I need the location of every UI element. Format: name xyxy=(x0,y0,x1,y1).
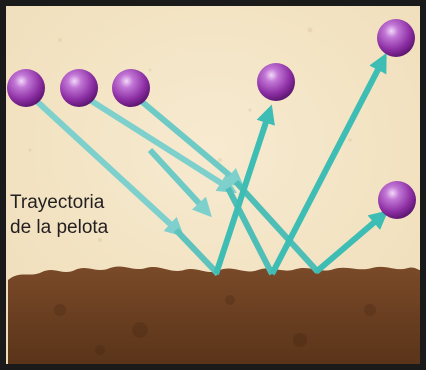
trajectory-label: Trayectoria de la pelota xyxy=(10,190,108,240)
ball-incoming-1 xyxy=(7,69,45,107)
ball-outgoing-3 xyxy=(378,181,416,219)
trajectory-label-line2: de la pelota xyxy=(10,215,108,240)
trajectory-label-line1: Trayectoria xyxy=(10,190,108,215)
ball-outgoing-2 xyxy=(377,19,415,57)
ball-outgoing-1 xyxy=(257,63,295,101)
soil-ground xyxy=(8,266,420,364)
ball-incoming-3 xyxy=(112,69,150,107)
ball-incoming-2 xyxy=(60,69,98,107)
